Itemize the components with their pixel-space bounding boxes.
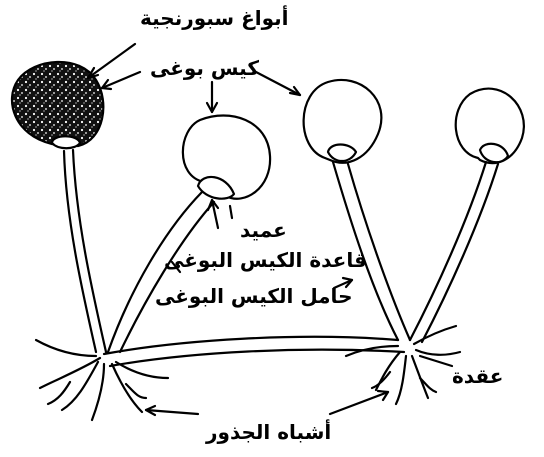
label-node: عقدة [452,366,503,386]
label-rhizoids: أشباه الجذور [206,422,331,442]
columella-3 [328,145,356,162]
label-sporangiospores: أبواغ سبورنجية [140,8,289,28]
label-apophysis: قاعدة الكيس البوغى [164,250,367,270]
label-sporangium: كيس بوغى [150,58,259,78]
columella-1 [52,136,80,148]
label-sporangiophore: حامل الكيس البوغى [155,286,352,306]
sporangiophore-1 [64,151,96,352]
label-columella: عميد [240,220,287,240]
